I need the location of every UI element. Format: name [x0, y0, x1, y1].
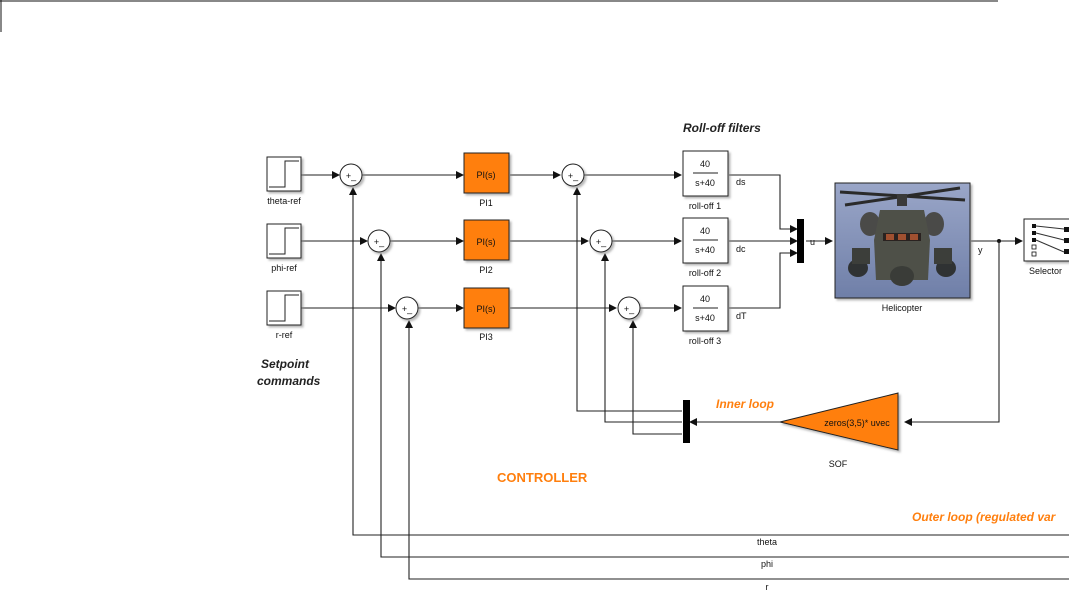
svg-text:PI(s): PI(s) [477, 237, 496, 247]
signal-label: dT [736, 311, 747, 321]
helicopter-block[interactable]: Helicopter y [834, 182, 983, 313]
source-label: phi-ref [271, 263, 297, 273]
helicopter-label: Helicopter [882, 303, 923, 313]
sum-block-5[interactable]: +_ [589, 229, 613, 253]
rolloff-block-1[interactable]: 40 s+40 roll-off 1 ds [682, 150, 746, 211]
feedback-signal-phi: phi [761, 559, 773, 569]
pi-block-3[interactable]: PI(s) PI3 [463, 287, 510, 342]
svg-text:40: 40 [700, 294, 710, 304]
wires [301, 171, 1069, 580]
selector-label: Selector [1029, 266, 1062, 276]
pi-block-label: PI2 [479, 265, 493, 275]
svg-text:+_: +_ [374, 237, 385, 247]
feedback-signal-theta: theta [757, 537, 777, 547]
rolloff-title: Roll-off filters [683, 121, 761, 135]
source-label: theta-ref [267, 196, 301, 206]
helicopter-icon [839, 186, 966, 286]
svg-text:s+40: s+40 [695, 313, 715, 323]
sum-block-2[interactable]: +_ [367, 229, 391, 253]
signal-label: y [978, 245, 983, 255]
selector-block[interactable]: Selector [1023, 218, 1069, 276]
svg-text:s+40: s+40 [695, 178, 715, 188]
rolloff-label: roll-off 2 [689, 268, 721, 278]
svg-text:40: 40 [700, 226, 710, 236]
signal-label: u [810, 237, 815, 247]
source-phi-ref[interactable]: phi-ref [266, 223, 302, 273]
sum-block-3[interactable]: +_ [395, 296, 419, 320]
inner-loop-label: Inner loop [716, 397, 774, 411]
mux-block[interactable]: u [797, 219, 815, 263]
sof-gain-block[interactable]: zeros(3,5)* uvec SOF [779, 392, 899, 469]
svg-text:s+40: s+40 [695, 245, 715, 255]
pi-block-1[interactable]: PI(s) PI1 [463, 152, 510, 208]
svg-text:zeros(3,5)* uvec: zeros(3,5)* uvec [824, 418, 890, 428]
svg-text:+_: +_ [596, 237, 607, 247]
pi-block-label: PI1 [479, 198, 493, 208]
sum-block-6[interactable]: +_ [617, 296, 641, 320]
svg-text:+_: +_ [568, 171, 579, 181]
svg-text:+_: +_ [624, 304, 635, 314]
pi-block-label: PI3 [479, 332, 493, 342]
sum-block-4[interactable]: +_ [561, 163, 585, 187]
svg-text:PI(s): PI(s) [477, 170, 496, 180]
setpoint-label-2: commands [257, 374, 321, 388]
svg-text:+_: +_ [402, 304, 413, 314]
source-label: r-ref [276, 330, 293, 340]
setpoint-label-1: Setpoint [261, 357, 310, 371]
selector-icon [1031, 224, 1069, 257]
svg-text:40: 40 [700, 159, 710, 169]
svg-text:PI(s): PI(s) [477, 304, 496, 314]
rolloff-label: roll-off 3 [689, 336, 721, 346]
signal-label: ds [736, 177, 746, 187]
sof-label: SOF [829, 459, 848, 469]
demux-block[interactable] [683, 400, 690, 443]
rolloff-block-3[interactable]: 40 s+40 roll-off 3 dT [682, 285, 747, 346]
svg-text:+_: +_ [346, 171, 357, 181]
controller-label: CONTROLLER [497, 470, 588, 485]
rolloff-label: roll-off 1 [689, 201, 721, 211]
source-r-ref[interactable]: r-ref [266, 290, 302, 340]
pi-block-2[interactable]: PI(s) PI2 [463, 219, 510, 275]
feedback-signal-r: r [766, 582, 769, 592]
outer-loop-label: Outer loop (regulated var [912, 510, 1057, 524]
sum-block-1[interactable]: +_ [339, 163, 363, 187]
signal-label: dc [736, 244, 746, 254]
source-theta-ref[interactable]: theta-ref [266, 156, 302, 206]
rolloff-block-2[interactable]: 40 s+40 roll-off 2 dc [682, 217, 746, 278]
